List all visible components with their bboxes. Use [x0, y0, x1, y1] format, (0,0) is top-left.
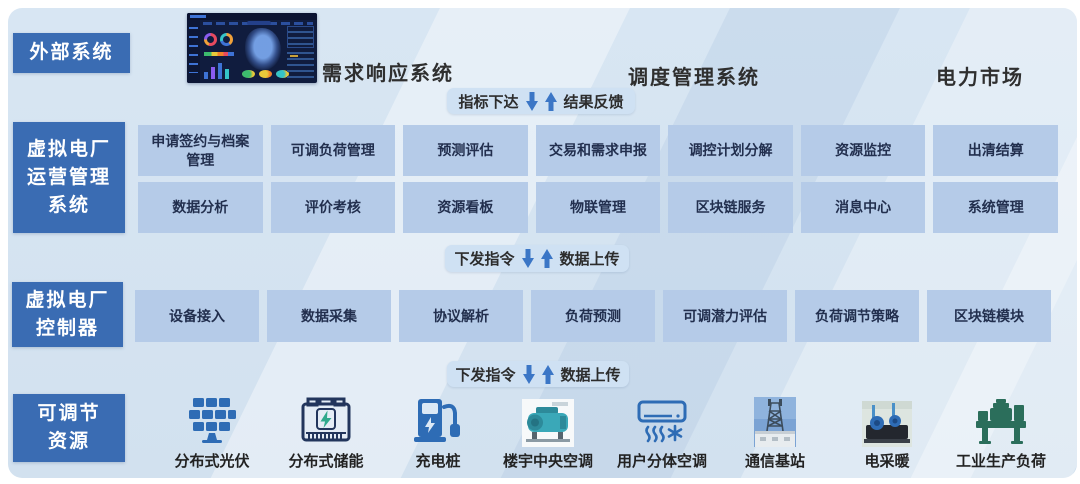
- central-ac-photo: [522, 390, 574, 447]
- resource-label: 楼宇中央空调: [502, 453, 593, 470]
- module-cell: 出清结算: [933, 125, 1058, 176]
- solar-panel-icon: [184, 390, 240, 447]
- external-system-demand-response: 需求响应系统: [322, 63, 454, 85]
- resource-item: 分布式储能: [268, 390, 384, 471]
- down-arrow-icon: [522, 364, 535, 384]
- diagram-board: 外部系统 需求响应系统 调度管理系统 电力市场 指标下达: [8, 8, 1077, 478]
- module-cell: 协议解析: [399, 290, 523, 342]
- row-label-line: 运营管理: [26, 166, 111, 188]
- resource-label: 工业生产负荷: [955, 453, 1046, 470]
- resource-label: 分布式光伏: [174, 453, 250, 470]
- dashboard-header-pill: [247, 21, 271, 25]
- row-label-controller: 虚拟电厂 控制器: [12, 282, 123, 347]
- row-label-management-system: 虚拟电厂 运营管理 系统: [13, 122, 125, 233]
- module-cell: 区块链模块: [927, 290, 1051, 342]
- module-cell: 可调负荷管理: [270, 125, 396, 176]
- dashboard-map: [245, 28, 281, 70]
- row-label-line: 虚拟电厂: [25, 289, 110, 311]
- row-label-external-systems: 外部系统: [13, 33, 130, 73]
- row-label-line: 资源: [47, 431, 90, 452]
- battery-storage-icon: [300, 390, 352, 447]
- resource-label: 充电桩: [415, 453, 461, 470]
- dashboard-donut-chart: [204, 33, 217, 46]
- industrial-load-icon: [974, 390, 1028, 447]
- dashboard-topbar: [187, 13, 317, 20]
- resource-item: 电采暖: [829, 390, 945, 471]
- dashboard-bar-chart: [204, 61, 234, 79]
- dashboard-logo: [190, 15, 206, 18]
- up-arrow-icon: [541, 364, 554, 384]
- row-label-line: 可调节: [37, 403, 101, 424]
- dashboard-stacked-bar: [204, 52, 234, 56]
- flow-badge-right-label: 数据上传: [560, 366, 621, 384]
- dashboard-donut-chart: [220, 33, 233, 46]
- module-cell: 可调潜力评估: [663, 290, 787, 342]
- module-cell: 负荷预测: [531, 290, 655, 342]
- module-cell: 交易和需求申报: [535, 125, 661, 176]
- module-cell: 消息中心: [800, 182, 926, 233]
- module-cell: 数据分析: [138, 182, 263, 233]
- flow-badge-top: 指标下达 结果反馈: [447, 88, 635, 114]
- flow-badge-bottom: 下发指令 数据上传: [447, 361, 629, 387]
- flow-badge-right-label: 数据上传: [559, 251, 620, 268]
- dashboard-stat-highlight: [290, 55, 298, 57]
- resource-label: 电采暖: [864, 453, 910, 470]
- resource-item: 用户分体空调: [604, 390, 720, 471]
- dashboard-gauge: [276, 70, 289, 78]
- up-arrow-icon: [544, 91, 557, 111]
- module-cell: 资源监控: [800, 125, 926, 176]
- split-ac-icon: [635, 390, 689, 447]
- base-station-photo: [754, 390, 796, 447]
- resource-item: 楼宇中央空调: [490, 390, 606, 471]
- row-label-line: 系统: [47, 194, 90, 216]
- module-cell: 负荷调节策略: [795, 290, 919, 342]
- module-cell: 预测评估: [403, 125, 528, 176]
- down-arrow-icon: [525, 91, 538, 111]
- ev-charger-icon: [412, 390, 464, 447]
- dashboard-gauge: [259, 70, 272, 78]
- module-cell: 调控计划分解: [668, 125, 793, 176]
- electric-heating-photo: [862, 390, 912, 447]
- module-cell: 申请签约与档案管理: [138, 125, 263, 176]
- external-system-electricity-market: 电力市场: [936, 67, 1024, 89]
- management-modules-grid: 申请签约与档案管理 可调负荷管理 预测评估 交易和需求申报 调控计划分解 资源监…: [138, 125, 1058, 233]
- row-label-line: 控制器: [35, 317, 99, 339]
- module-cell: 区块链服务: [668, 182, 793, 233]
- resource-item: 分布式光伏: [154, 390, 270, 471]
- module-cell: 设备接入: [135, 290, 259, 342]
- row-label-resources: 可调节 资源: [13, 394, 125, 462]
- external-system-dispatch-management: 调度管理系统: [628, 67, 760, 89]
- row-label-line: 虚拟电厂: [26, 138, 111, 160]
- dashboard-sidebar-items: [189, 27, 198, 73]
- module-cell: 资源看板: [403, 182, 528, 233]
- module-cell: 数据采集: [267, 290, 391, 342]
- resource-item: 充电桩: [380, 390, 496, 471]
- flow-badge-right-label: 结果反馈: [563, 93, 624, 111]
- row-label-text: 外部系统: [29, 42, 114, 63]
- up-arrow-icon: [540, 249, 553, 268]
- dashboard-right-panel: [287, 26, 314, 48]
- resource-item: 通信基站: [717, 390, 833, 471]
- flow-badge-left-label: 指标下达: [458, 93, 519, 111]
- resource-item: 工业生产负荷: [943, 390, 1059, 471]
- flow-badge-left-label: 下发指令: [454, 251, 515, 268]
- down-arrow-icon: [521, 249, 534, 268]
- resource-label: 通信基站: [744, 453, 805, 470]
- resource-label: 用户分体空调: [616, 453, 707, 470]
- module-cell: 物联管理: [535, 182, 661, 233]
- module-cell: 系统管理: [933, 182, 1058, 233]
- dashboard-gauge: [242, 70, 255, 78]
- module-cell: 评价考核: [270, 182, 396, 233]
- flow-badge-left-label: 下发指令: [455, 366, 516, 384]
- resource-label: 分布式储能: [288, 453, 364, 470]
- flow-badge-middle: 下发指令 数据上传: [445, 245, 629, 272]
- dashboard-thumbnail: [187, 13, 317, 83]
- controller-modules-grid: 设备接入 数据采集 协议解析 负荷预测 可调潜力评估 负荷调节策略 区块链模块: [135, 290, 1051, 342]
